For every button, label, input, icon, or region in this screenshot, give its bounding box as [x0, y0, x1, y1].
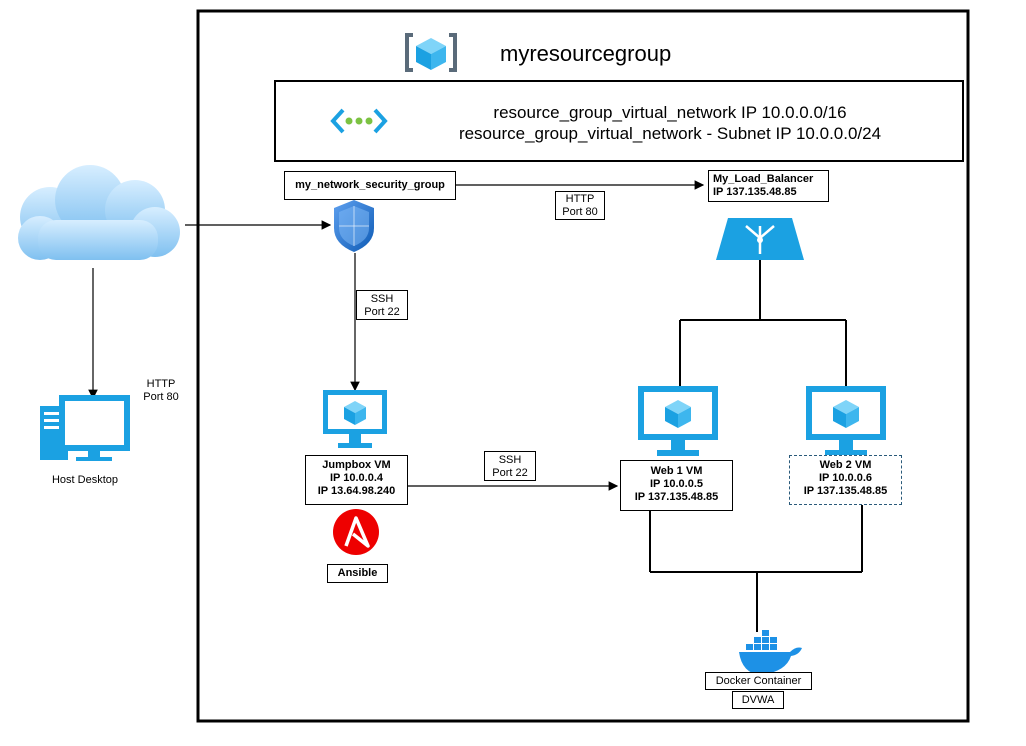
jumpbox-public-ip: IP 13.64.98.240	[317, 485, 396, 497]
jumpbox-name: Jumpbox VM	[322, 459, 391, 471]
edge-port-text: Port 22	[364, 306, 400, 318]
docker-whale-icon	[739, 630, 802, 675]
web2-public-ip: IP 137.135.48.85	[803, 485, 888, 497]
vnet-ip-label: resource_group_virtual_network IP 10.0.0…	[493, 103, 847, 122]
load-balancer-ip: IP 137.135.48.85	[713, 186, 797, 198]
edge-label-ssh-jumpbox: SSH Port 22	[356, 290, 408, 320]
virtual-network-icon	[330, 108, 388, 134]
edge-port-text: Port 80	[143, 391, 179, 403]
web1-private-ip: IP 10.0.0.5	[649, 478, 703, 490]
subnet-ip-label: resource_group_virtual_network - Subnet …	[458, 124, 882, 143]
web2-monitor-icon	[806, 386, 886, 456]
edge-port-text: Port 80	[562, 206, 598, 218]
ansible-label: Ansible	[327, 564, 388, 583]
vnet-box	[274, 80, 964, 162]
load-balancer-label: My_Load_Balancer IP 137.135.48.85	[708, 170, 829, 202]
resource-group-icon	[405, 33, 457, 72]
resource-group-frame	[196, 9, 970, 723]
internet-cloud-icon	[18, 165, 180, 260]
web1-public-ip: IP 137.135.48.85	[634, 491, 719, 503]
jumpbox-vm-label: Jumpbox VM IP 10.0.0.4 IP 13.64.98.240	[305, 455, 408, 505]
host-desktop-label: Host Desktop	[51, 474, 119, 486]
edge-port-text: Port 22	[492, 467, 528, 479]
web1-name: Web 1 VM	[650, 465, 703, 477]
edge-label-ssh-web: SSH Port 22	[484, 451, 536, 481]
edge-protocol-text: SSH	[370, 293, 394, 305]
network-security-group-icon	[334, 200, 374, 252]
web2-name: Web 2 VM	[819, 459, 872, 471]
edge-label-http-lb: HTTP Port 80	[555, 191, 605, 220]
edge-protocol-text: HTTP	[565, 193, 595, 205]
docker-container-label: Docker Container	[705, 672, 812, 690]
web1-vm-label: Web 1 VM IP 10.0.0.5 IP 137.135.48.85	[620, 460, 733, 511]
jumpbox-monitor-icon	[323, 390, 387, 448]
load-balancer-name: My_Load_Balancer	[713, 173, 814, 185]
edge-protocol-text: HTTP	[146, 378, 176, 390]
web2-private-ip: IP 10.0.0.6	[818, 472, 872, 484]
edge-label-http-host: HTTP Port 80	[138, 378, 184, 404]
dvwa-label: DVWA	[732, 691, 784, 709]
jumpbox-private-ip: IP 10.0.0.4	[329, 472, 383, 484]
ansible-logo-icon	[333, 509, 379, 555]
host-desktop-icon	[40, 395, 130, 461]
web1-monitor-icon	[638, 386, 718, 456]
edge-protocol-text: SSH	[498, 454, 522, 466]
resource-group-title: myresourcegroup	[500, 41, 672, 66]
nsg-label: my_network_security_group	[284, 171, 456, 200]
load-balancer-icon	[716, 218, 804, 260]
web2-vm-label: Web 2 VM IP 10.0.0.6 IP 137.135.48.85	[789, 455, 902, 505]
